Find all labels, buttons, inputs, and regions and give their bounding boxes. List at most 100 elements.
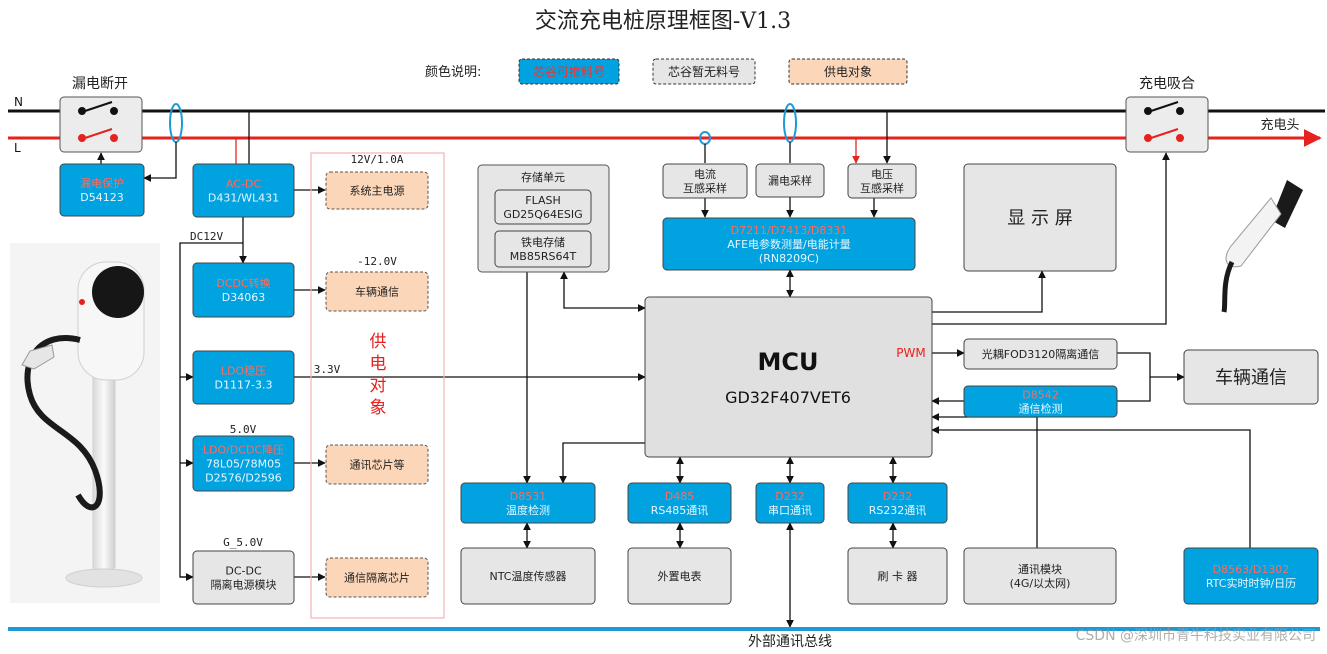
ntc-sensor-block: NTC温度传感器 [460,547,596,605]
charger-product-image [10,243,160,603]
fram-block-text-1: MB85RS64T [510,250,577,263]
ldo-block-box [192,350,295,405]
ldo-block-text-1: D1117-3.3 [215,378,273,391]
fram-block-text-0: 铁电存储 [521,235,565,249]
iso-dcdc-block-text-0: DC-DC [225,564,262,577]
leak-sampling-block: 漏电采样 [755,163,825,198]
uart-block-text-0: D232 [775,490,804,503]
rail-neg12: -12.0V [357,255,397,268]
rtc-block-text-0: D8563/D1302 [1213,563,1290,576]
current-sampling-block-box [662,163,748,199]
current-sampling-block-text-0: 电流 [694,167,716,181]
card-reader-block: 刷 卡 器 [847,547,948,605]
leak-sampling-block-box [755,163,825,198]
rs232-block-text-0: D232 [883,490,912,503]
switch-left-contacts [78,101,118,142]
dcdc-block-box [192,262,295,318]
iso-chip-block-box [325,557,429,598]
plug-label: 充电头 [1260,117,1299,133]
svg-text:象: 象 [370,398,387,418]
supply-object-vertical-label: 供 电 对 象 [370,332,387,418]
comm-detect-block-box [963,385,1118,418]
display-block-box [963,163,1117,272]
n-line-label: N [14,95,23,109]
rs485-block-text-1: RS485通讯 [651,504,709,517]
external-bus-label: 外部通讯总线 [748,634,832,650]
svg-text:供: 供 [370,332,387,352]
comm-module-block-text-0: 通讯模块 [1018,563,1062,576]
charging-plug-image [1221,180,1303,313]
acdc-block-text-1: D431/WL431 [208,191,279,204]
supply-object-frame [310,152,445,619]
vehicle-comm-block-box [325,271,429,312]
vehicle-comm-right-block-text-0: 车辆通信 [1215,367,1287,388]
optocoupler-block: 光耦FOD3120隔离通信 [963,338,1118,370]
legend-label: 颜色说明: [425,64,481,80]
comm-detect-block-text-0: D8542 [1022,388,1058,401]
uart-block-box [755,482,825,524]
rail-5v: 5.0V [230,423,257,436]
leak-protect-block-text-1: D54123 [80,191,123,204]
acdc-block-box [192,163,295,218]
comm-chip-block: 通讯芯片等 [325,444,429,485]
optocoupler-block-text-0: 光耦FOD3120隔离通信 [982,347,1099,361]
optocoupler-block-box [963,338,1118,370]
legend-swatch-available [518,58,620,85]
dcdc-block-text-0: DCDC转换 [216,276,270,290]
ntc-sensor-block-text-0: NTC温度传感器 [490,569,567,583]
vehicle-comm-right-block-box [1183,349,1319,405]
comm-module-block: 通讯模块(4G/以太网) [963,547,1117,605]
rs485-block-box [627,482,732,524]
system-power-block-box [325,171,429,210]
iso-dcdc-block-box [192,550,295,605]
afe-block-box [662,217,916,271]
ldo-dcdc-block-text-2: D2576/D2596 [205,471,282,484]
leak-sampling-block-text-0: 漏电采样 [768,173,812,187]
legend-text-unavailable: 芯谷暂无料号 [668,65,740,79]
mcu-box [644,296,933,458]
vehicle-comm-block: 车辆通信 [325,271,429,312]
svg-text:电: 电 [370,354,387,374]
flash-block-text-0: FLASH [525,194,561,207]
temp-detect-block-text-0: D8531 [510,490,546,503]
display-block-text-0: 显 示 屏 [1007,208,1072,229]
afe-block-text-0: D7211/D7413/D8331 [731,224,848,237]
iso-chip-block-text-0: 通信隔离芯片 [344,570,410,584]
color-legend: 颜色说明: 芯谷可推料号 芯谷暂无料号 供电对象 [425,58,908,85]
legend-swatch-supply [788,58,908,85]
switch-right-label: 充电吸合 [1139,76,1195,92]
rail-3v3: 3.3V [314,363,341,376]
leak-protect-block-text-0: 漏电保护 [80,176,124,190]
iso-chip-block: 通信隔离芯片 [325,557,429,598]
rtc-block-box [1183,547,1319,605]
wires [97,111,1251,628]
switch-left-label: 漏电断开 [72,76,128,92]
uart-block-text-1: 串口通讯 [768,504,812,517]
watermark: CSDN @深圳市青牛科技实业有限公司 [1076,627,1316,644]
acdc-block-text-0: AC-DC [226,177,261,190]
comm-chip-block-box [325,444,429,485]
rs232-block-box [847,482,948,524]
svg-text:对: 对 [370,376,387,396]
afe-block-text-1: AFE电参数测量/电能计量 [727,237,851,251]
rs485-block-text-0: D485 [665,490,694,503]
voltage-sampling-block-text-1: 互感采样 [860,181,904,195]
leak-protect-block-box [59,163,145,217]
temp-detect-block-text-1: 温度检测 [506,503,550,517]
rail-g5v: G_5.0V [223,536,263,549]
